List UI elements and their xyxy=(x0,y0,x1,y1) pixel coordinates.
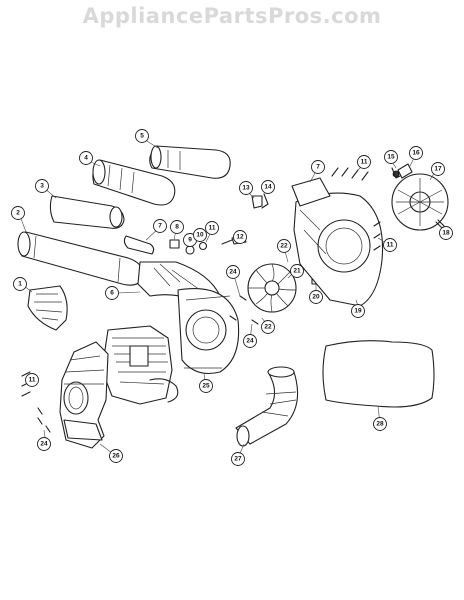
svg-text:4: 4 xyxy=(84,155,88,162)
svg-text:27: 27 xyxy=(234,456,242,463)
svg-text:6: 6 xyxy=(110,290,114,297)
part-28-bag[interactable] xyxy=(322,340,435,408)
svg-text:11: 11 xyxy=(361,159,368,166)
screws xyxy=(21,167,381,433)
part-21-impeller[interactable] xyxy=(247,263,297,313)
callout-19: 19 xyxy=(351,304,365,318)
callout-22: 22 xyxy=(261,320,275,334)
callout-7: 7 xyxy=(311,160,325,174)
callout-12: 12 xyxy=(233,230,247,244)
svg-text:8: 8 xyxy=(175,224,179,231)
watermark: AppliancePartsPros.com xyxy=(82,4,382,28)
callout-5: 5 xyxy=(135,129,149,143)
part-2-tube[interactable] xyxy=(17,231,144,286)
part-9-fitting[interactable] xyxy=(185,245,195,255)
callout-11: 11 xyxy=(357,155,371,169)
callout-22: 22 xyxy=(277,239,291,253)
svg-text:26: 26 xyxy=(112,453,120,460)
svg-text:11: 11 xyxy=(29,377,36,384)
part-13-clip[interactable] xyxy=(251,195,263,209)
part-17-recoil-starter[interactable] xyxy=(391,170,449,231)
callout-18: 18 xyxy=(439,226,453,240)
callout-4: 4 xyxy=(79,151,93,165)
part-27-flex-hose[interactable] xyxy=(235,366,299,447)
callout-14: 14 xyxy=(261,180,275,194)
callout-17: 17 xyxy=(431,162,445,176)
svg-text:19: 19 xyxy=(354,308,362,315)
part-4-tube[interactable] xyxy=(92,159,176,206)
svg-text:24: 24 xyxy=(40,441,48,448)
callout-28: 28 xyxy=(373,417,387,431)
callout-15: 15 xyxy=(384,150,398,164)
svg-text:20: 20 xyxy=(312,294,320,301)
part-8-fitting[interactable] xyxy=(169,239,180,249)
callout-1: 1 xyxy=(13,277,27,291)
callout-7: 7 xyxy=(153,219,167,233)
callout-9: 9 xyxy=(183,233,197,247)
svg-text:24: 24 xyxy=(229,269,237,276)
part-16-handle[interactable] xyxy=(397,163,413,179)
svg-text:2: 2 xyxy=(16,210,20,217)
svg-text:1: 1 xyxy=(18,281,22,288)
callout-24: 24 xyxy=(37,437,51,451)
part-14-spring[interactable] xyxy=(261,193,269,209)
svg-text:15: 15 xyxy=(387,154,395,161)
svg-text:10: 10 xyxy=(196,232,204,239)
svg-text:7: 7 xyxy=(158,223,162,230)
callout-2: 2 xyxy=(11,206,25,220)
svg-text:22: 22 xyxy=(280,243,288,250)
part-5-tube[interactable] xyxy=(149,145,231,179)
svg-text:25: 25 xyxy=(202,383,210,390)
callout-11: 11 xyxy=(205,221,219,235)
callout-26: 26 xyxy=(109,449,123,463)
part-19-volute-housing[interactable] xyxy=(291,177,384,307)
callout-6: 6 xyxy=(105,286,119,300)
engine-assembly xyxy=(101,325,179,405)
part-10-knob[interactable] xyxy=(198,241,208,251)
svg-text:7: 7 xyxy=(316,164,320,171)
svg-text:5: 5 xyxy=(140,133,144,140)
svg-text:11: 11 xyxy=(387,242,394,249)
svg-text:24: 24 xyxy=(246,338,254,345)
callout-21: 21 xyxy=(290,264,304,278)
callout-24: 24 xyxy=(226,265,240,279)
svg-text:18: 18 xyxy=(442,230,450,237)
part-15-clip[interactable] xyxy=(391,167,401,179)
callout-20: 20 xyxy=(309,290,323,304)
svg-text:28: 28 xyxy=(376,421,384,428)
callout-16: 16 xyxy=(409,146,423,160)
svg-text:11: 11 xyxy=(209,225,216,232)
svg-text:3: 3 xyxy=(40,183,44,190)
callout-11: 11 xyxy=(25,373,39,387)
svg-text:14: 14 xyxy=(264,184,272,191)
part-25-inner-housing[interactable] xyxy=(177,288,240,375)
svg-text:17: 17 xyxy=(434,166,442,173)
svg-text:22: 22 xyxy=(264,324,272,331)
callout-3: 3 xyxy=(35,179,49,193)
callout-25: 25 xyxy=(199,379,213,393)
callout-27: 27 xyxy=(231,452,245,466)
part-7-tube-clip[interactable] xyxy=(123,235,155,255)
svg-text:9: 9 xyxy=(188,237,192,244)
part-26-handle-housing[interactable] xyxy=(59,341,109,449)
callout-24: 24 xyxy=(243,334,257,348)
svg-text:21: 21 xyxy=(293,268,301,275)
svg-text:16: 16 xyxy=(412,150,420,157)
callout-13: 13 xyxy=(239,181,253,195)
callout-8: 8 xyxy=(170,220,184,234)
callout-10: 10 xyxy=(193,228,207,242)
svg-text:13: 13 xyxy=(242,185,250,192)
svg-text:12: 12 xyxy=(236,234,244,241)
callout-11: 11 xyxy=(383,238,397,252)
part-3-nozzle[interactable] xyxy=(49,195,125,229)
part-1-tip[interactable] xyxy=(27,285,68,331)
